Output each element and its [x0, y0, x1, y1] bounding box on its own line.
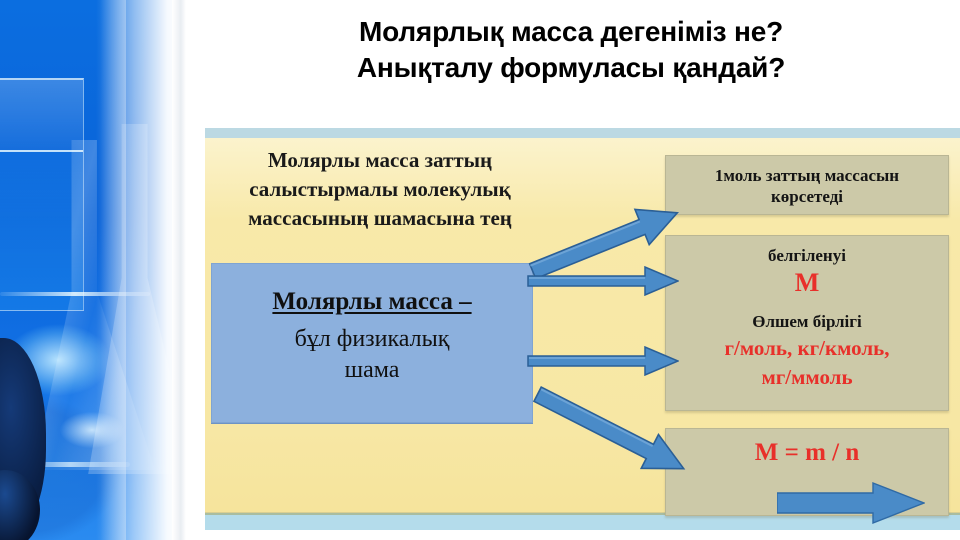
title-line-1: Молярлық масса дегеніміз не?: [359, 16, 783, 47]
diagram-heading-line-2: салыстырмалы молекулық: [249, 177, 511, 201]
beaker-shape: [0, 78, 84, 311]
formula-text: M = m / n: [754, 439, 860, 466]
arrow-right-icon: [527, 266, 679, 296]
definition-description-line-2: шама: [344, 357, 400, 383]
diagram-heading-line-3: массасының шамасына тең: [248, 206, 512, 230]
symbol-value: М: [794, 268, 820, 297]
info-box-meaning: 1моль заттың массасын көрсетеді: [665, 155, 949, 215]
panel-body: Молярлы масса заттың салыстырмалы молеку…: [205, 138, 960, 525]
unit-value-line-2: мг/ммоль: [761, 365, 853, 389]
concept-diagram: Молярлы масса заттың салыстырмалы молеку…: [205, 128, 960, 530]
arrow-right-icon: [777, 481, 925, 525]
meaning-line-2: көрсетеді: [770, 187, 844, 206]
symbol-label: белгіленуі: [768, 246, 846, 265]
photo-white-fade: [100, 0, 182, 540]
diagram-heading: Молярлы масса заттың салыстырмалы молеку…: [215, 146, 545, 233]
unit-label: Өлшем бірлігі: [752, 312, 862, 331]
chemistry-glassware-photo: [0, 0, 182, 540]
unit-value-line-1: г/моль, кг/кмоль,: [724, 336, 890, 360]
panel-top-edge: [205, 128, 960, 138]
beaker-liquid: [0, 150, 83, 310]
arrow-right-icon: [527, 346, 679, 376]
glassware-rim-lower: [10, 462, 130, 467]
definition-box: Молярлы масса – бұл физикалық шама: [211, 263, 533, 423]
diagram-heading-line-1: Молярлы масса заттың: [267, 148, 493, 172]
glassware-rim: [0, 292, 150, 296]
definition-description-line-1: бұл физикалық: [294, 326, 450, 352]
arrow-right-icon: [528, 208, 679, 278]
info-box-symbol-units: белгіленуі М Өлшем бірлігі г/моль, кг/км…: [665, 235, 949, 411]
definition-term: Молярлы масса –: [272, 288, 472, 315]
photo-edge-divider: [172, 0, 186, 540]
meaning-line-1: 1моль заттың массасын: [714, 166, 900, 185]
panel-bottom-edge: [205, 513, 960, 530]
arrow-right-icon: [532, 386, 686, 470]
title-line-2: Анықталу формуласы қандай?: [356, 52, 786, 83]
page-title: Молярлық масса дегеніміз не? Анықталу фо…: [182, 14, 960, 86]
